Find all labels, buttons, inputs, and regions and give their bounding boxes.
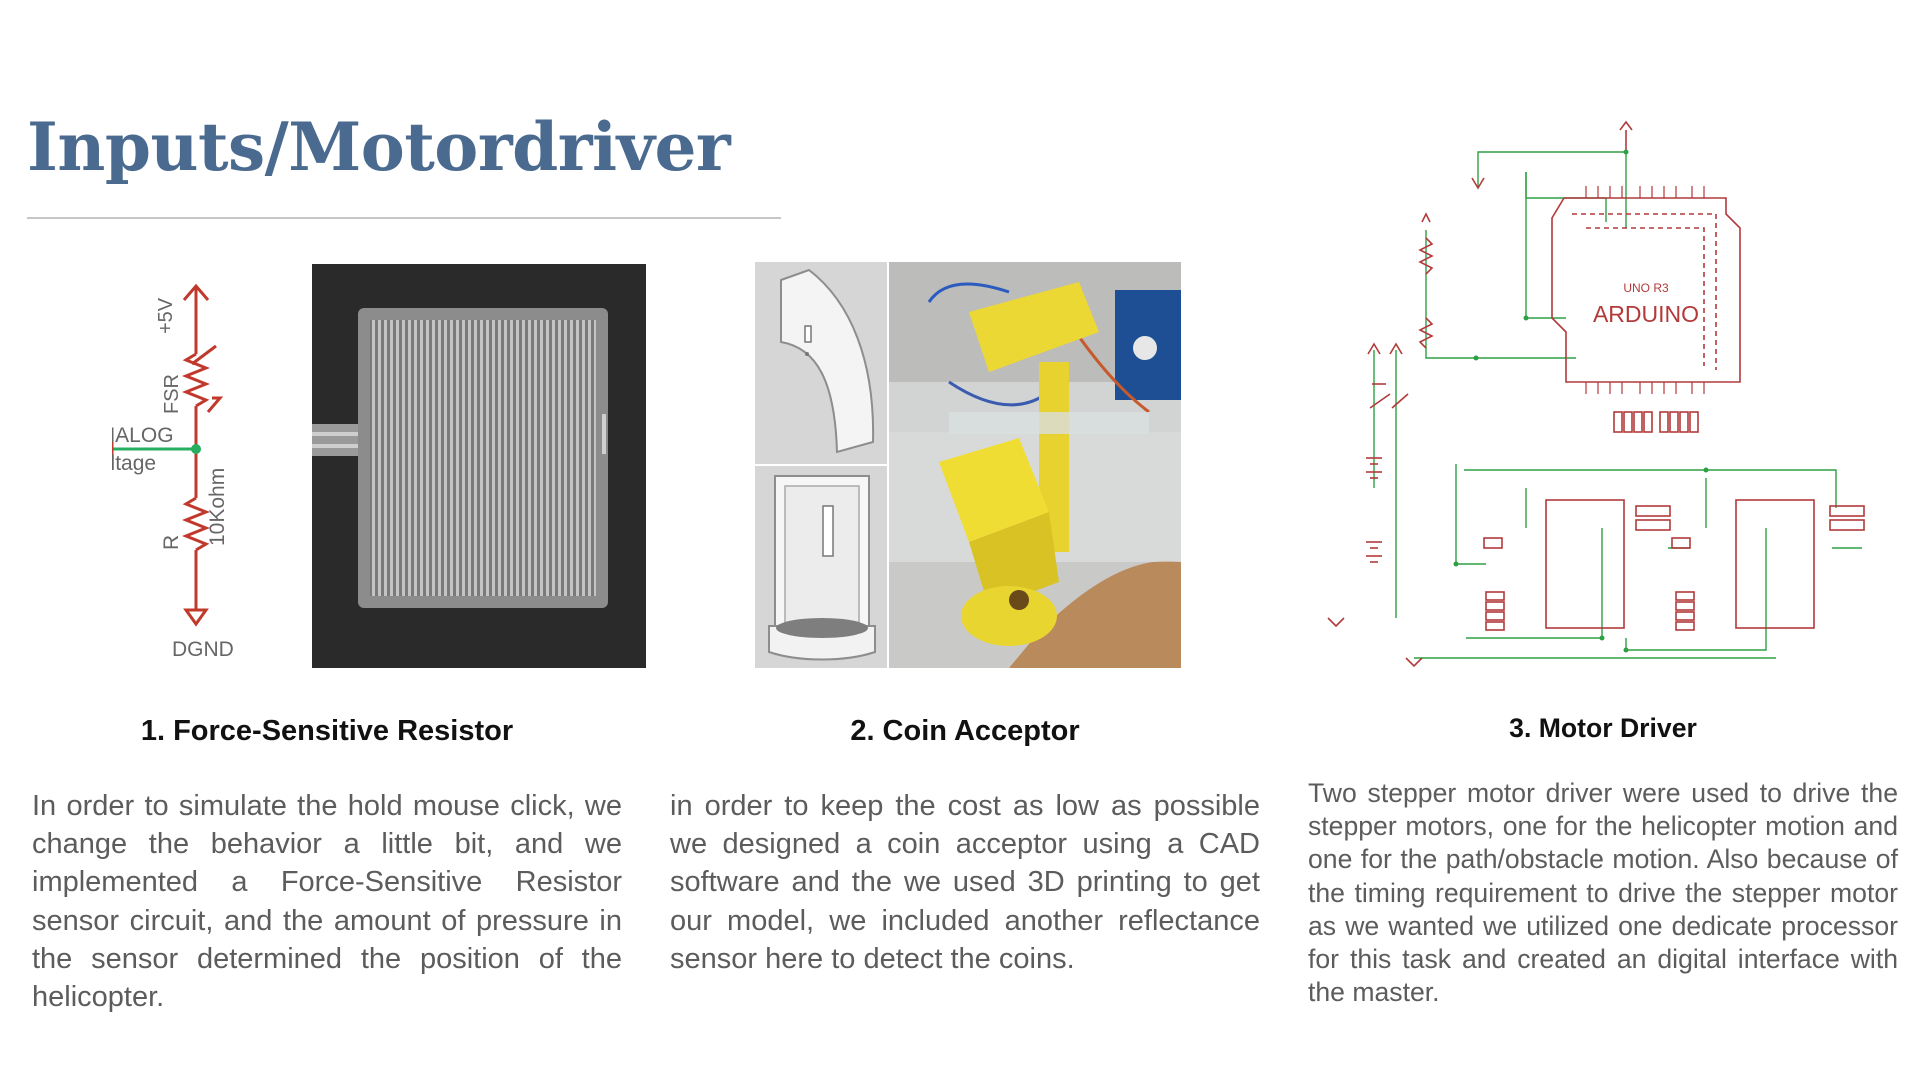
coin-cad-render-bottom [755,466,887,668]
voltage-label: Voltage [112,452,156,475]
title-divider [27,217,781,219]
fsr-label: FSR [161,374,183,414]
coin-cad-render-top [755,262,887,464]
analog-label: ANALOG [112,424,174,447]
supply-label: +5V [155,297,177,334]
resistor-value: 10Kohm [206,468,229,546]
motor-description: Two stepper motor driver were used to dr… [1308,778,1898,1008]
board-model-label: UNO R3 [1623,281,1669,295]
coin-description: in order to keep the cost as low as poss… [670,790,1260,975]
fsr-caption: 1. Force-Sensitive Resistor [140,715,514,747]
ground-label: DGND [172,638,234,661]
motor-driver-schematic: UNO R3 ARDUINO [1296,118,1900,684]
junction-node [191,444,201,454]
fsr-description: In order to simulate the hold mouse clic… [32,790,622,1014]
motor-caption: 3. Motor Driver [1509,713,1697,743]
fsr-schematic: +5V FSR ANALOG Voltage R 10Kohm DGND [112,264,312,668]
coin-acceptor-photo [889,262,1181,668]
resistor-label: R [160,535,183,550]
slide-title: Inputs/Motordriver [27,108,731,186]
fsr-sensor-photo [312,264,646,668]
board-name-label: ARDUINO [1593,301,1699,327]
coin-caption: 2. Coin Acceptor [850,715,1080,747]
